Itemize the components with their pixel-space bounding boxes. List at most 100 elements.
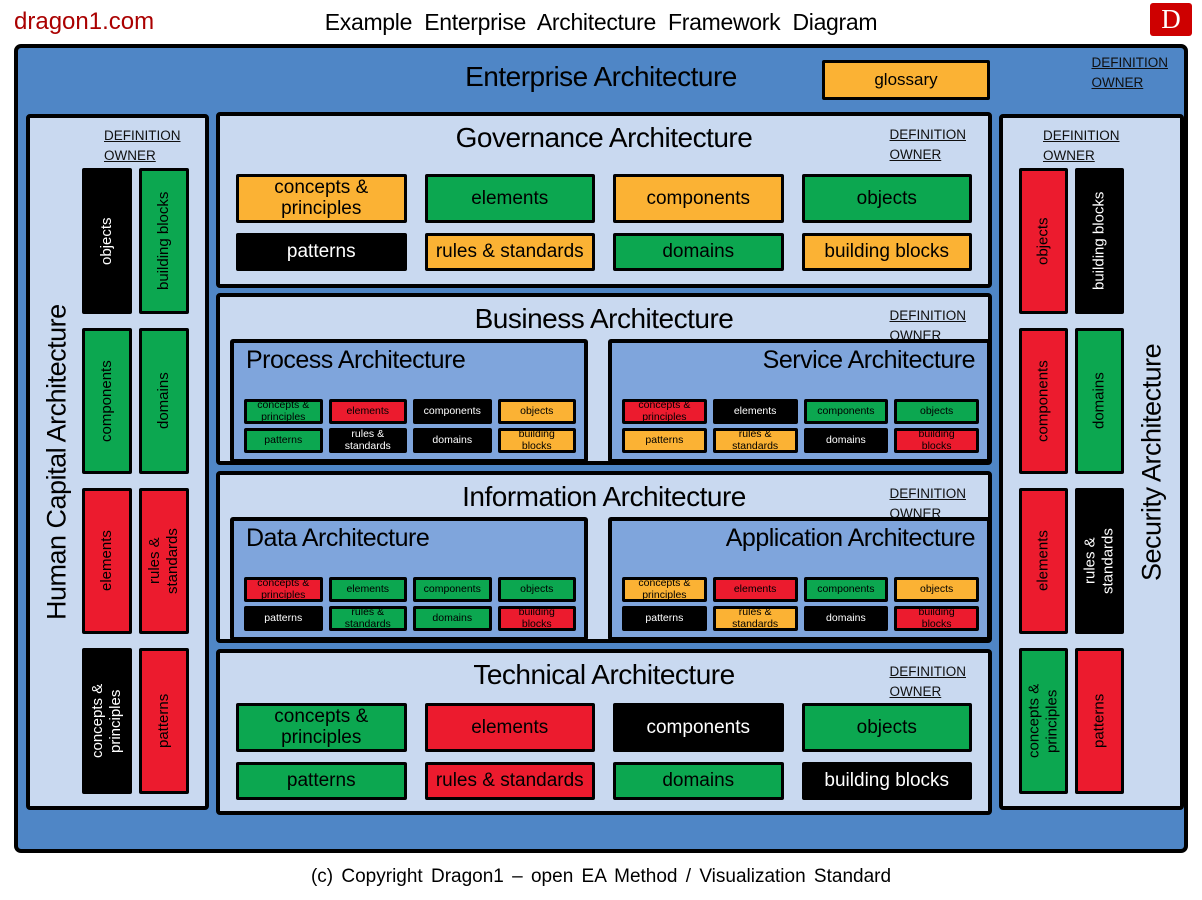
governance-section: Governance Architecture DEFINITION OWNER…	[216, 112, 992, 288]
block-objects: objects	[497, 577, 576, 602]
block-rules-standards: rules & standards	[712, 606, 798, 631]
definition-owner-link-information[interactable]: DEFINITION OWNER	[889, 486, 967, 521]
block-domains: domains	[613, 232, 784, 271]
block-objects: objects	[1019, 168, 1068, 314]
block-patterns: patterns	[622, 606, 707, 631]
block-objects: objects	[82, 168, 132, 314]
security-title: Security Architecture	[1136, 343, 1167, 581]
governance-blocks: concepts & principles elements components o…	[236, 174, 972, 271]
block-patterns: patterns	[236, 232, 407, 271]
block-elements: elements	[82, 488, 132, 634]
block-rules-standards: rules & standards	[424, 761, 595, 800]
block-building-blocks: building blocks	[801, 761, 972, 800]
block-elements: elements	[328, 577, 407, 602]
definition-owner-link-enterprise[interactable]: DEFINITION OWNER	[1091, 55, 1169, 90]
block-elements: elements	[1019, 488, 1068, 634]
block-rules-standards: rules & standards	[712, 428, 798, 453]
block-elements: elements	[712, 399, 798, 424]
block-domains: domains	[413, 428, 492, 453]
block-concepts-principles: concepts & principles	[236, 174, 407, 223]
block-patterns: patterns	[244, 606, 323, 631]
block-building-blocks: building blocks	[801, 232, 972, 271]
definition-owner-link-security[interactable]: DEFINITION OWNER	[1043, 128, 1120, 163]
copyright-text: (c) Copyright Dragon1 – open EA Method /…	[310, 866, 892, 887]
block-concepts-principles: concepts & principles	[244, 399, 323, 424]
human-capital-title: Human Capital Architecture	[41, 304, 72, 620]
block-objects: objects	[894, 399, 979, 424]
block-domains: domains	[1075, 328, 1124, 474]
block-domains: domains	[413, 606, 492, 631]
block-components: components	[82, 328, 132, 474]
block-objects: objects	[801, 174, 972, 223]
block-building-blocks: building blocks	[894, 428, 979, 453]
block-patterns: patterns	[1075, 648, 1124, 794]
human-capital-panel: DEFINITION OWNER Human Capital Architect…	[26, 114, 209, 810]
information-title: Information Architecture	[462, 481, 746, 512]
block-elements: elements	[424, 174, 595, 223]
block-patterns: patterns	[236, 761, 407, 800]
block-building-blocks: building blocks	[497, 428, 576, 453]
block-elements: elements	[712, 577, 798, 602]
technical-title: Technical Architecture	[473, 659, 735, 690]
block-concepts-principles: concepts & principles	[622, 399, 707, 424]
block-objects: objects	[894, 577, 979, 602]
dragon1-logo[interactable]: D	[1150, 3, 1192, 36]
block-patterns: patterns	[622, 428, 707, 453]
block-components: components	[413, 577, 492, 602]
security-panel: DEFINITION OWNER Security Architecture o…	[999, 114, 1184, 810]
business-title: Business Architecture	[474, 303, 734, 334]
block-building-blocks: building blocks	[139, 168, 189, 314]
site-link[interactable]: dragon1.com	[14, 8, 155, 35]
block-rules-standards: rules & standards	[1075, 488, 1124, 634]
service-architecture-title: Service Architecture	[762, 346, 976, 374]
application-architecture-box: Application Architecture concepts & prin…	[608, 517, 991, 641]
block-concepts-principles: concepts & principles	[622, 577, 707, 602]
block-rules-standards: rules & standards	[328, 428, 407, 453]
block-components: components	[613, 174, 784, 223]
block-domains: domains	[803, 428, 889, 453]
governance-title: Governance Architecture	[455, 122, 753, 153]
technical-blocks: concepts & principles elements components o…	[236, 703, 972, 800]
technical-section: Technical Architecture DEFINITION OWNER …	[216, 649, 992, 815]
block-objects: objects	[801, 703, 972, 752]
block-concepts-principles: concepts & principles	[236, 703, 407, 752]
block-components: components	[613, 703, 784, 752]
block-domains: domains	[139, 328, 189, 474]
application-architecture-title: Application Architecture	[725, 524, 976, 552]
block-elements: elements	[328, 399, 407, 424]
service-architecture-box: Service Architecture concepts & principl…	[608, 339, 991, 463]
definition-owner-link-human-capital[interactable]: DEFINITION OWNER	[104, 128, 181, 163]
definition-owner-link-technical[interactable]: DEFINITION OWNER	[889, 664, 967, 699]
block-concepts-principles: concepts & principles	[244, 577, 323, 602]
block-concepts-principles: concepts & principles	[1019, 648, 1068, 794]
process-architecture-box: Process Architecture concepts & principl…	[230, 339, 588, 463]
enterprise-architecture-title: Enterprise Architecture	[465, 61, 737, 92]
glossary-button[interactable]: glossary	[822, 60, 990, 100]
block-concepts-principles: concepts & principles	[82, 648, 132, 794]
block-components: components	[413, 399, 492, 424]
block-elements: elements	[424, 703, 595, 752]
block-components: components	[1019, 328, 1068, 474]
data-architecture-title: Data Architecture	[246, 524, 430, 552]
block-domains: domains	[613, 761, 784, 800]
block-components: components	[803, 577, 889, 602]
block-rules-standards: rules & standards	[328, 606, 407, 631]
block-domains: domains	[803, 606, 889, 631]
process-architecture-title: Process Architecture	[246, 346, 466, 374]
page-title: Example Enterprise Architecture Framewor…	[324, 9, 878, 35]
definition-owner-link-governance[interactable]: DEFINITION OWNER	[889, 127, 967, 162]
block-objects: objects	[497, 399, 576, 424]
business-section: Business Architecture DEFINITION OWNER P…	[216, 293, 992, 465]
block-components: components	[803, 399, 889, 424]
block-building-blocks: building blocks	[894, 606, 979, 631]
definition-owner-link-business[interactable]: DEFINITION OWNER	[889, 308, 967, 343]
block-building-blocks: building blocks	[497, 606, 576, 631]
block-rules-standards: rules & standards	[424, 232, 595, 271]
block-rules-standards: rules & standards	[139, 488, 189, 634]
